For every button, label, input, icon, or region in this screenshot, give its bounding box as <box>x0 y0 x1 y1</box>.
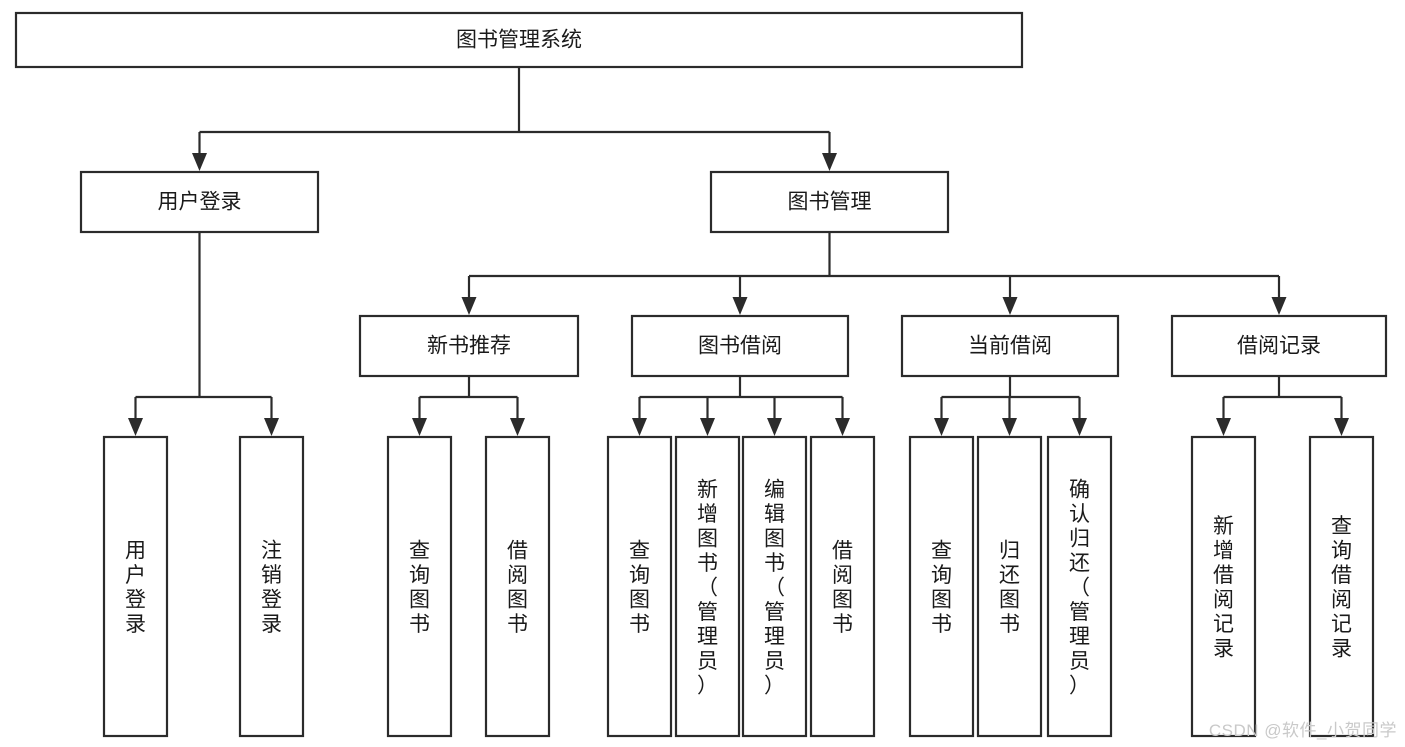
node-root[interactable]: 图书管理系统 <box>14 11 1024 69</box>
node-label-leaf-return-book: 归还图书 <box>999 540 1020 637</box>
node-box-leaf-borrow-book-2[interactable] <box>809 435 876 738</box>
node-box-leaf-confirm-return[interactable] <box>1046 435 1113 738</box>
node-box-leaf-query-book-3[interactable] <box>908 435 975 738</box>
node-new-book-recommend[interactable]: 新书推荐 <box>358 314 580 378</box>
node-leaf-return-book[interactable]: 归还图书 <box>976 435 1043 738</box>
node-label-leaf-add-book: 新增图书（管理员） <box>697 478 718 697</box>
node-current-borrow[interactable]: 当前借阅 <box>900 314 1120 378</box>
node-label-root: 图书管理系统 <box>456 29 582 52</box>
node-box-root[interactable] <box>14 11 1024 69</box>
arrow-head-icon <box>192 153 207 171</box>
node-leaf-query-book-2[interactable]: 查询图书 <box>606 435 673 738</box>
arrow-head-icon <box>264 418 279 436</box>
arrow-head-icon <box>732 297 748 315</box>
arrow-head-icon <box>1271 297 1287 315</box>
node-label-book-borrow: 图书借阅 <box>698 335 782 358</box>
node-box-leaf-query-borrow-record[interactable] <box>1308 435 1375 738</box>
node-leaf-borrow-book-1[interactable]: 借阅图书 <box>484 435 551 738</box>
node-box-leaf-borrow-book-1[interactable] <box>484 435 551 738</box>
node-book-manage[interactable]: 图书管理 <box>709 170 950 234</box>
csdn-watermark: CSDN @软件_小贺同学 <box>1208 721 1397 740</box>
node-box-leaf-user-login[interactable] <box>102 435 169 738</box>
arrow-head-icon <box>1072 418 1087 436</box>
node-box-user-login[interactable] <box>79 170 320 234</box>
node-leaf-user-logout[interactable]: 注销登录 <box>238 435 305 738</box>
node-box-leaf-query-book-2[interactable] <box>606 435 673 738</box>
node-label-borrow-record: 借阅记录 <box>1237 335 1321 358</box>
connector-group-current-borrow <box>934 376 1087 436</box>
arrow-head-icon <box>632 418 647 436</box>
arrow-head-icon <box>412 418 427 436</box>
node-label-leaf-user-logout: 注销登录 <box>261 540 282 637</box>
connector-group-root <box>192 67 837 171</box>
node-label-current-borrow: 当前借阅 <box>968 335 1052 358</box>
node-box-leaf-user-logout[interactable] <box>238 435 305 738</box>
connector-group-book-manage <box>461 232 1287 315</box>
node-leaf-add-borrow-record[interactable]: 新增借阅记录 <box>1190 435 1257 738</box>
node-label-new-book-recommend: 新书推荐 <box>427 335 511 358</box>
node-label-leaf-edit-book: 编辑图书（管理员） <box>764 478 785 697</box>
node-layer: 图书管理系统用户登录图书管理新书推荐图书借阅当前借阅借阅记录用户登录注销登录查询… <box>14 11 1388 738</box>
node-box-book-manage[interactable] <box>709 170 950 234</box>
node-label-leaf-query-book-3: 查询图书 <box>931 540 952 637</box>
connector-group-user-login <box>128 232 279 436</box>
arrow-head-icon <box>835 418 850 436</box>
arrow-head-icon <box>934 418 949 436</box>
node-leaf-query-book-3[interactable]: 查询图书 <box>908 435 975 738</box>
node-box-leaf-add-book[interactable] <box>674 435 741 738</box>
connector-group-borrow-record <box>1216 376 1349 436</box>
node-label-leaf-add-borrow-record: 新增借阅记录 <box>1213 515 1234 661</box>
node-box-current-borrow[interactable] <box>900 314 1120 378</box>
node-leaf-query-book-1[interactable]: 查询图书 <box>386 435 453 738</box>
node-label-leaf-query-borrow-record: 查询借阅记录 <box>1331 515 1352 661</box>
node-box-book-borrow[interactable] <box>630 314 850 378</box>
node-leaf-query-borrow-record[interactable]: 查询借阅记录 <box>1308 435 1375 738</box>
node-label-leaf-query-book-1: 查询图书 <box>409 540 430 637</box>
node-box-leaf-add-borrow-record[interactable] <box>1190 435 1257 738</box>
node-label-leaf-user-login: 用户登录 <box>125 540 146 637</box>
connector-group-new-book-recommend <box>412 376 525 436</box>
arrow-head-icon <box>128 418 143 436</box>
node-box-new-book-recommend[interactable] <box>358 314 580 378</box>
node-label-leaf-borrow-book-1: 借阅图书 <box>507 540 528 637</box>
arrow-head-icon <box>822 153 837 171</box>
node-label-user-login: 用户登录 <box>158 191 242 214</box>
node-user-login[interactable]: 用户登录 <box>79 170 320 234</box>
arrow-head-icon <box>767 418 782 436</box>
arrow-head-icon <box>1334 418 1349 436</box>
node-book-borrow[interactable]: 图书借阅 <box>630 314 850 378</box>
arrow-head-icon <box>510 418 525 436</box>
node-box-leaf-return-book[interactable] <box>976 435 1043 738</box>
node-label-leaf-borrow-book-2: 借阅图书 <box>832 540 853 637</box>
node-box-leaf-query-book-1[interactable] <box>386 435 453 738</box>
node-leaf-edit-book[interactable]: 编辑图书（管理员） <box>741 435 808 738</box>
node-box-leaf-edit-book[interactable] <box>741 435 808 738</box>
arrow-head-icon <box>700 418 715 436</box>
node-leaf-confirm-return[interactable]: 确认归还（管理员） <box>1046 435 1113 738</box>
node-label-leaf-confirm-return: 确认归还（管理员） <box>1069 478 1090 697</box>
node-leaf-user-login[interactable]: 用户登录 <box>102 435 169 738</box>
arrow-head-icon <box>1216 418 1231 436</box>
node-label-leaf-query-book-2: 查询图书 <box>629 540 650 637</box>
connector-group-book-borrow <box>632 376 850 436</box>
connector-layer <box>128 67 1349 436</box>
node-label-book-manage: 图书管理 <box>788 191 872 214</box>
node-leaf-borrow-book-2[interactable]: 借阅图书 <box>809 435 876 738</box>
arrow-head-icon <box>1002 418 1017 436</box>
arrow-head-icon <box>461 297 477 315</box>
node-borrow-record[interactable]: 借阅记录 <box>1170 314 1388 378</box>
node-box-borrow-record[interactable] <box>1170 314 1388 378</box>
node-leaf-add-book[interactable]: 新增图书（管理员） <box>674 435 741 738</box>
arrow-head-icon <box>1002 297 1018 315</box>
